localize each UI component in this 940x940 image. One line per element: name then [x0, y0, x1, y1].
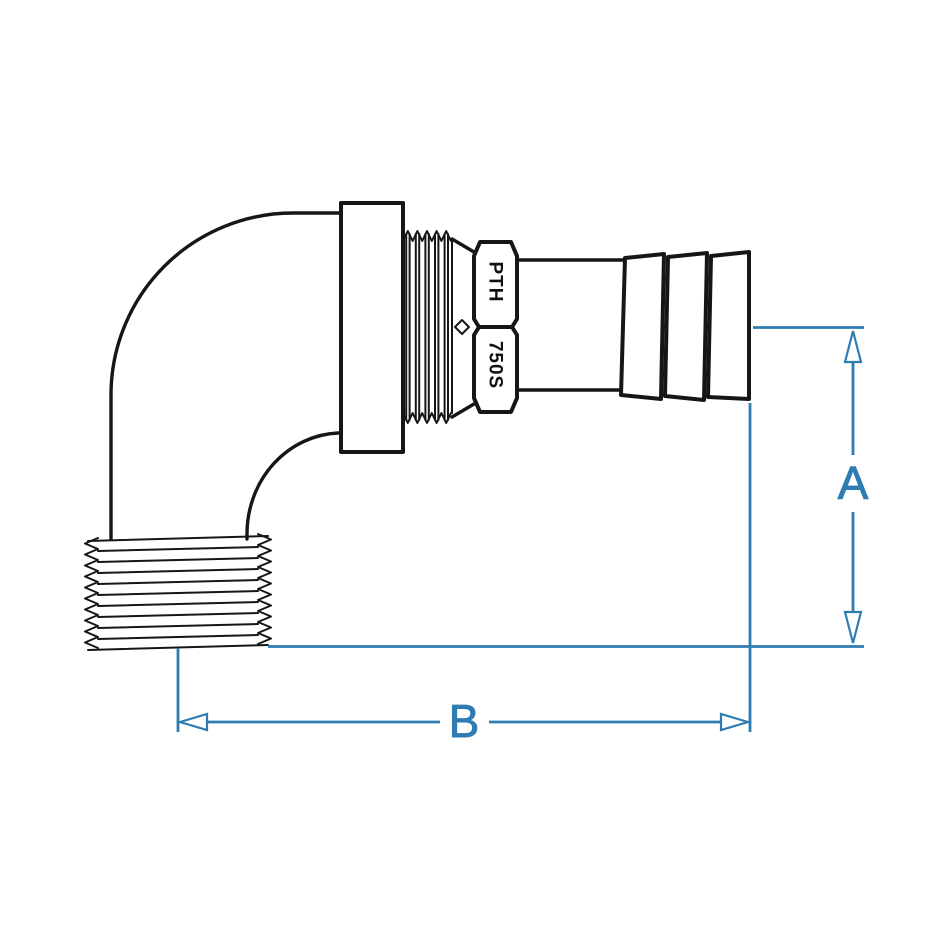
- shank-lines: [515, 258, 627, 392]
- thread-bottom-edge: [87, 644, 269, 651]
- dimension-b: B: [176, 403, 752, 747]
- thread-crest-line: [97, 590, 259, 596]
- dimension-a: A: [268, 326, 869, 648]
- thread-bottom-edge: [402, 412, 452, 424]
- thread-runout-notch: [454, 319, 470, 335]
- flange-outline: [339, 201, 405, 454]
- thread-crest-line: [97, 634, 259, 640]
- barb-ridge-3: [706, 250, 751, 401]
- elbow-inner-contour: [245, 431, 343, 541]
- collar-edges: [450, 237, 476, 419]
- part-marking-bottom: 750S: [485, 341, 506, 389]
- dim-b-arrow-left: [176, 712, 209, 732]
- dim-a-arrow-down: [843, 610, 863, 644]
- thread-crest-line: [97, 546, 259, 552]
- barb-ridge-1: [619, 252, 666, 401]
- hex-facet-bottom: [472, 325, 519, 414]
- pipe-thread-straight: [402, 230, 453, 424]
- dimension-a-label: A: [838, 457, 869, 509]
- thread-crest-line: [97, 579, 259, 585]
- thread-top-edge: [87, 535, 269, 542]
- hex-nut: PTH 750S: [450, 237, 519, 419]
- thread-crest-line: [97, 623, 259, 629]
- thread-crest-line: [97, 601, 259, 607]
- dim-a-arrow-up: [843, 330, 863, 364]
- thread-crest-line: [97, 612, 259, 618]
- dim-b-arrow-right: [719, 712, 752, 732]
- barb-ridge-2: [663, 251, 709, 402]
- pipe-thread-tapered: [84, 533, 272, 651]
- thread-right-zigzag: [257, 533, 272, 645]
- thread-crest-line: [97, 557, 259, 563]
- part-marking-top: PTH: [485, 262, 506, 303]
- thread-left-zigzag: [84, 537, 99, 649]
- thread-crest-line: [97, 568, 259, 574]
- flange: [339, 201, 405, 454]
- hose-barb: [515, 250, 751, 402]
- thread-top-edge: [402, 230, 452, 242]
- dimension-b-label: B: [449, 695, 480, 747]
- elbow-outer-contour: [109, 211, 343, 541]
- elbow-body: [109, 211, 343, 541]
